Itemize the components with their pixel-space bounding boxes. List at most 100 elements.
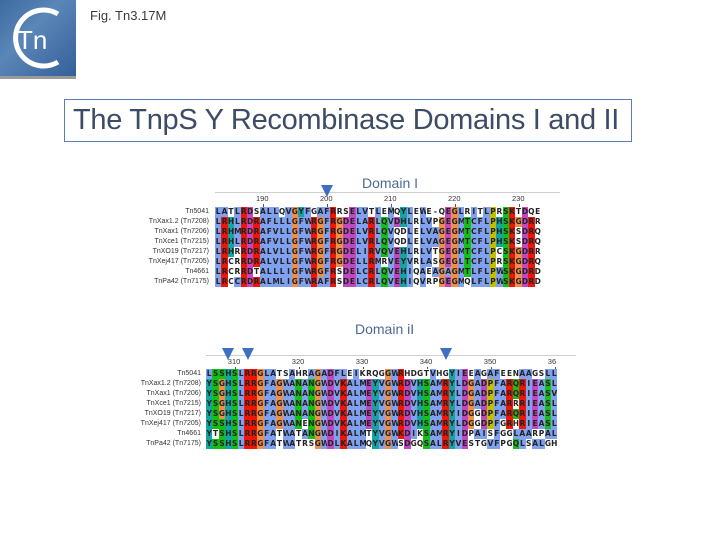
residue-cell: L [278,247,286,257]
residue-cell: G [451,237,458,247]
residue-cell: E [393,267,401,277]
residue-cell: F [304,207,311,217]
residue-cell: V [487,439,494,449]
residue-cell: K [508,247,516,257]
residue-cell: S [502,247,509,257]
residue-cell: E [445,217,452,227]
residue-cell: A [474,379,481,389]
residue-cell: G [314,369,322,379]
residue-cell: H [225,429,232,439]
residue-cell: Y [448,409,456,419]
residue-cell: W [321,429,330,439]
residue-cell: R [368,217,375,227]
residue-cell: L [512,429,520,439]
residue-cell: A [519,429,526,439]
ruler-tick-mark [519,204,520,207]
residue-cell: P [489,247,497,257]
residue-cell: G [314,429,322,439]
sequence-name: Tn5041 [185,208,209,215]
residue-cell: S [544,399,552,409]
residue-cell: R [534,247,541,257]
residue-cell: F [493,439,500,449]
residue-cell: R [330,257,337,267]
residue-cell: R [506,409,513,419]
residue-cell: D [461,429,469,439]
residue-cell: R [442,399,449,409]
residue-cell: S [218,419,226,429]
residue-cell: Q [381,237,388,247]
residue-cell: P [489,267,497,277]
residue-cell: L [237,419,245,429]
residue-cell: N [308,429,315,439]
residue-cell: R [234,257,241,267]
residue-cell: N [308,389,315,399]
residue-cell: K [340,409,347,419]
residue-cell: G [480,369,488,379]
residue-cell: D [404,439,411,449]
residue-cell: G [336,227,343,237]
residue-cell: D [521,237,529,247]
residue-cell: K [397,429,405,439]
residue-cell: W [282,419,291,429]
residue-cell: S [423,429,430,439]
residue-cell: P [468,429,475,439]
domain-1-label: Domain I [362,175,419,191]
residue-cell: S [231,409,238,419]
residue-cell: H [512,419,520,429]
residue-cell: L [278,227,286,237]
residue-cell: G [438,227,446,237]
residue-cell: K [508,207,516,217]
residue-cell: D [521,227,529,237]
residue-cell: A [317,207,324,217]
residue-cell: G [314,419,322,429]
residue-cell: E [499,369,507,379]
residue-cell: E [531,419,539,429]
residue-cell: R [244,419,251,429]
residue-cell: W [282,399,291,409]
residue-cell: T [276,369,283,379]
residue-cell: L [355,217,362,227]
residue-cell: F [493,429,500,439]
residue-cell: E [413,227,420,237]
residue-cell: D [410,369,417,379]
residue-cell: G [336,217,343,227]
residue-cell: C [234,277,241,287]
residue-cell: I [455,429,462,439]
residue-cell: M [457,247,466,257]
residue-cell: H [416,409,424,419]
residue-cell: A [429,379,437,389]
residue-cell: F [477,247,484,257]
residue-cell: S [544,419,552,429]
residue-cell: G [291,267,299,277]
residue-cell: W [321,439,330,449]
residue-cell: R [506,379,513,389]
residue-cell: R [310,277,318,287]
residue-cell: G [451,257,458,267]
residue-cell: V [272,227,279,237]
residue-cell: G [257,439,264,449]
residue-cell: G [499,419,507,429]
residue-cell: S [212,369,219,379]
residue-cell: W [391,379,400,389]
sequence-name: TnXax1 (Tn7206) [154,228,209,235]
residue-cell: F [477,237,484,247]
residue-cell: A [487,369,494,379]
residue-cell: S [502,227,509,237]
residue-cell: T [295,439,302,449]
residue-cell: R [397,409,405,419]
residue-cell: Y [206,429,213,439]
residue-cell: L [361,257,369,267]
residue-cell: M [436,409,444,419]
residue-cell: E [349,277,356,287]
residue-cell: A [346,439,353,449]
residue-cell: E [531,409,539,419]
residue-cell: H [227,237,235,247]
residue-cell: T [276,439,283,449]
residue-cell: E [349,267,356,277]
residue-cell: Y [448,379,456,389]
residue-cell: E [445,237,452,247]
